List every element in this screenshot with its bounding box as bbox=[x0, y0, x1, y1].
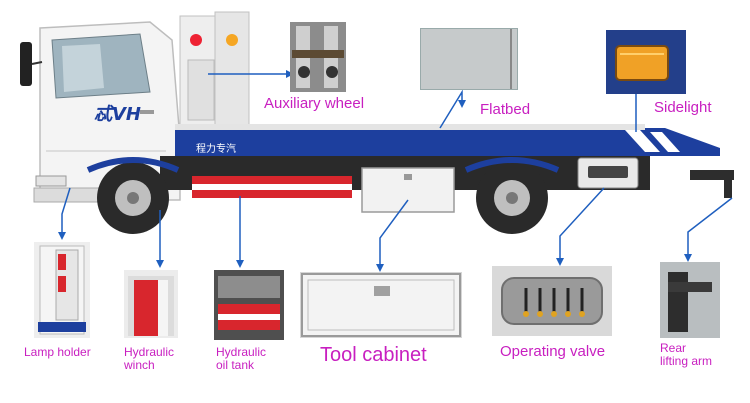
photo-hydraulic-winch bbox=[124, 270, 178, 338]
label-tool-cabinet: Tool cabinet bbox=[320, 344, 427, 366]
photo-flatbed bbox=[420, 28, 518, 90]
front-wheel bbox=[97, 162, 169, 234]
label-lamp-holder: Lamp holder bbox=[24, 345, 91, 359]
photo-operating-valve bbox=[492, 266, 612, 336]
label-sidelight: Sidelight bbox=[654, 99, 712, 116]
label-auxiliary-wheel: Auxiliary wheel bbox=[264, 95, 365, 112]
rear-wheel bbox=[476, 162, 548, 234]
photo-tool-cabinet bbox=[300, 272, 462, 338]
headlight bbox=[35, 175, 67, 187]
photo-sidelight bbox=[606, 30, 686, 94]
label-flatbed: Flatbed bbox=[480, 101, 531, 118]
photo-lamp-holder bbox=[34, 242, 90, 338]
label-hydraulic-oil-tank: Hydraulic oil tank bbox=[216, 345, 267, 373]
photo-rear-lifting-arm bbox=[660, 262, 720, 338]
label-operating-valve: Operating valve bbox=[500, 343, 606, 360]
side-mirror bbox=[20, 42, 32, 86]
label-rear-lifting-arm: Rear lifting arm bbox=[660, 341, 713, 369]
label-hydraulic-winch: Hydraulic winch bbox=[124, 345, 175, 373]
cab-brand-text: 忒VH bbox=[94, 104, 141, 125]
photo-auxiliary-wheel bbox=[290, 22, 346, 92]
rear-arm bbox=[690, 170, 734, 180]
flatbed-side-text: 程力专汽 bbox=[196, 144, 236, 155]
flatbed bbox=[175, 128, 720, 156]
photo-hydraulic-oil-tank bbox=[214, 270, 284, 340]
